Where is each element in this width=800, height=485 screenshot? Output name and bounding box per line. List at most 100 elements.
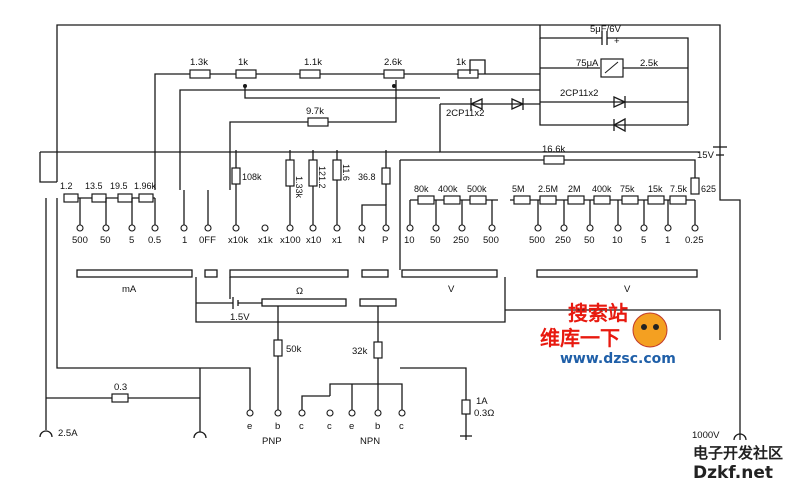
ma-res-label-3: 19.5: [110, 181, 128, 191]
diode-right-2-icon: [612, 117, 626, 133]
acv-contact-500: [534, 224, 542, 232]
terminal-2-5a-icon: [39, 430, 53, 438]
resistor-32k-label: 32k: [352, 346, 368, 357]
acv-res-label-5: 75k: [620, 184, 635, 194]
lower-common-wire: [195, 277, 506, 323]
potentiometer-loop: [469, 59, 486, 74]
ohm-contact-x100: [286, 224, 294, 232]
acv-contact-0-25: [691, 224, 699, 232]
watermark-site2-cn: 电子开发社区: [693, 444, 783, 462]
npn-pin-b-label: b: [375, 421, 380, 432]
diodes-right-label: 2CP11x2: [560, 88, 598, 99]
left-loop-wire: [56, 198, 251, 410]
resistor-16-6k: [543, 155, 565, 165]
ohm-res-label-2: 1.33k: [294, 176, 304, 199]
ma-resistor-1: [63, 193, 79, 203]
ohm-contact-x10k: [232, 224, 240, 232]
watermark-site2-url: Dzkf.net: [693, 463, 773, 483]
ohm-switch-bar: [229, 269, 349, 278]
off-switch-bar: [204, 269, 218, 278]
resistor-16-6k-label: 16.6k: [542, 144, 565, 155]
ohm-range-p: P: [382, 235, 388, 246]
acv-res-label-6: 15k: [648, 184, 663, 194]
dcv-res-label-3: 500k: [467, 184, 487, 194]
npn-c-left-wire: [301, 395, 330, 410]
dcv-range-250: 250: [453, 235, 469, 246]
resistor-32k: [373, 341, 383, 359]
terminal-1000v-icon: [733, 433, 747, 441]
ohm-res-label-5: 36.8: [358, 172, 376, 182]
ohm-range-n: N: [358, 235, 365, 246]
ohm-resistor-108k: [231, 167, 241, 185]
dcv-resistor-80k: [417, 195, 435, 205]
acv-range-500: 500: [529, 235, 545, 246]
pnp-pin-e: [246, 409, 254, 417]
acv-range-50: 50: [584, 235, 595, 246]
resistor-1k-a-label: 1k: [238, 57, 248, 68]
battery-15v-label: 15V: [697, 150, 715, 161]
acv-res-label-4: 400k: [592, 184, 612, 194]
ohm-range-x100: x100: [280, 235, 301, 246]
npn-pin-c1-label: c: [327, 421, 332, 432]
np-lower-bar: [359, 298, 397, 307]
tap-dot-2: [392, 84, 396, 88]
ma-range-0-5: 0.5: [148, 235, 161, 246]
ma-range-5: 5: [129, 235, 134, 246]
pnp-pin-c: [298, 409, 306, 417]
ma-resistor-4: [138, 193, 154, 203]
acv-range-250: 250: [555, 235, 571, 246]
acv-resistor-5m: [513, 195, 531, 205]
ma-range-500: 500: [72, 235, 88, 246]
fuse-res-label: 0.3Ω: [474, 408, 494, 419]
acv-contact-50: [586, 224, 594, 232]
acv-resistor-75k: [621, 195, 639, 205]
acv-res-label-3: 2M: [568, 184, 581, 194]
mascot-eye-left-icon: [641, 324, 647, 330]
fuse-wire: [400, 367, 467, 400]
acv-range-5: 5: [641, 235, 646, 246]
dcv-bar-label: V: [448, 284, 455, 295]
acv-bar-label: V: [624, 284, 631, 295]
acv-resistor-400k: [593, 195, 611, 205]
ma-resistor-3: [117, 193, 133, 203]
resistor-1k-b: [457, 69, 479, 79]
resistor-0-3: [111, 393, 129, 403]
ohm-range-x1k: x1k: [258, 235, 273, 246]
pnp-pin-c-label: c: [299, 421, 304, 432]
resistor-1k-b-label: 1k: [456, 57, 466, 68]
ohm-res-label-3: 121.2: [317, 166, 327, 189]
acv-res-label-1: 5M: [512, 184, 525, 194]
fuse-1a: [461, 399, 471, 415]
acv-range-10: 10: [612, 235, 623, 246]
ohm-contact-n: [358, 224, 366, 232]
top-bus-wire: [56, 24, 721, 182]
resistor-1-3k: [189, 69, 211, 79]
acv-contact-5: [640, 224, 648, 232]
dcv-range-10: 10: [404, 235, 415, 246]
meter-needle: [604, 61, 619, 74]
fuse-rating-label: 1A: [476, 396, 488, 407]
npn-pin-c2-label: c: [399, 421, 404, 432]
ma-resistor-2: [91, 193, 107, 203]
dcv-contact-250: [458, 224, 466, 232]
ohm-res-label-4: 11.6: [341, 164, 351, 181]
dcv-contact-50: [432, 224, 440, 232]
ma-range-1: 1: [182, 235, 187, 246]
ma-range-off: 0FF: [199, 235, 216, 246]
ohm-contact-x10: [309, 224, 317, 232]
meter-current-label: 75μA: [576, 58, 599, 69]
npn-label: NPN: [360, 436, 380, 447]
acv-res-label-2: 2.5M: [538, 184, 558, 194]
capacitor-polarity: +: [614, 36, 620, 47]
ma-range-50: 50: [100, 235, 111, 246]
ma-res-label-4: 1.96k: [134, 181, 157, 191]
diode-right-1-icon: [613, 95, 627, 109]
ohm-resistor-1-33k: [285, 159, 295, 187]
dcv-switch-bar: [401, 269, 498, 278]
diodes-left-label: 2CP11x2: [446, 108, 484, 119]
pnp-label: PNP: [262, 436, 282, 447]
ma-contact-0-5: [151, 224, 159, 232]
ma-contact-500: [76, 224, 84, 232]
second-bus-wire: [179, 89, 540, 190]
